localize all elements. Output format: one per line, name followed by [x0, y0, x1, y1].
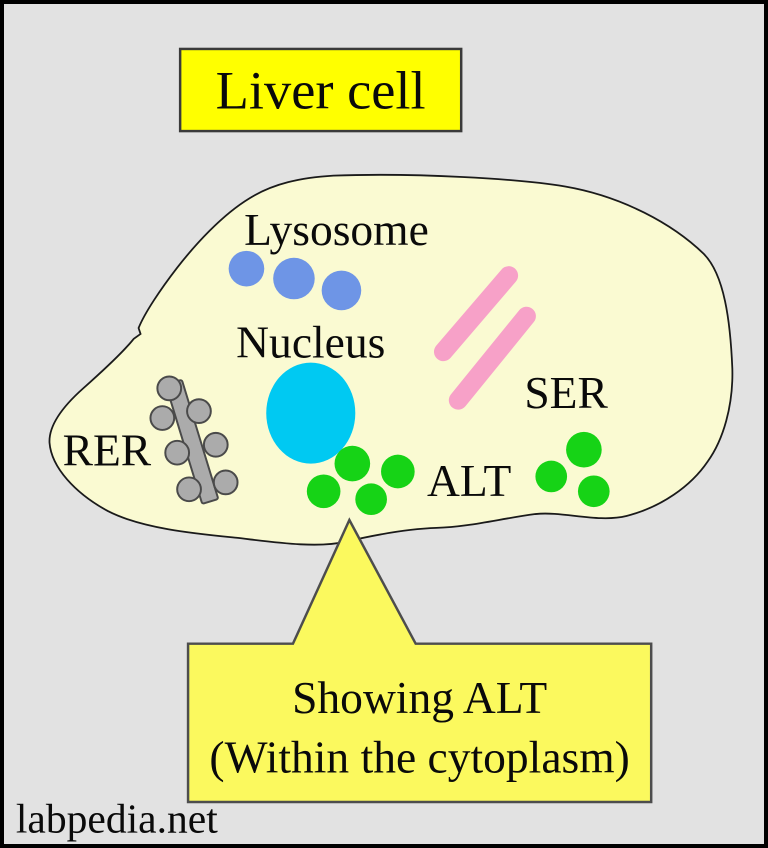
alt-granules	[306, 431, 610, 516]
lysosome-vesicles	[228, 250, 362, 311]
title-label: Liver cell	[216, 60, 426, 120]
nucleus-label: Nucleus	[236, 317, 385, 368]
callout-line-1: Showing ALT	[292, 672, 547, 723]
callout-line-2: (Within the cytoplasm)	[209, 731, 629, 782]
ser-label: SER	[524, 367, 608, 418]
liver-cell-diagram: Lysosome Nucleus SER RER ALT Liver cell …	[16, 47, 734, 842]
rer-label: RER	[63, 425, 152, 476]
ser-tubules	[433, 266, 536, 410]
watermark-text: labpedia.net	[16, 796, 218, 842]
callout-bubble	[186, 517, 653, 804]
nucleus-body	[266, 362, 356, 464]
title-box	[178, 47, 463, 133]
alt-label: ALT	[427, 455, 511, 506]
rer-organelle	[149, 375, 239, 505]
lysosome-label: Lysosome	[244, 204, 429, 255]
